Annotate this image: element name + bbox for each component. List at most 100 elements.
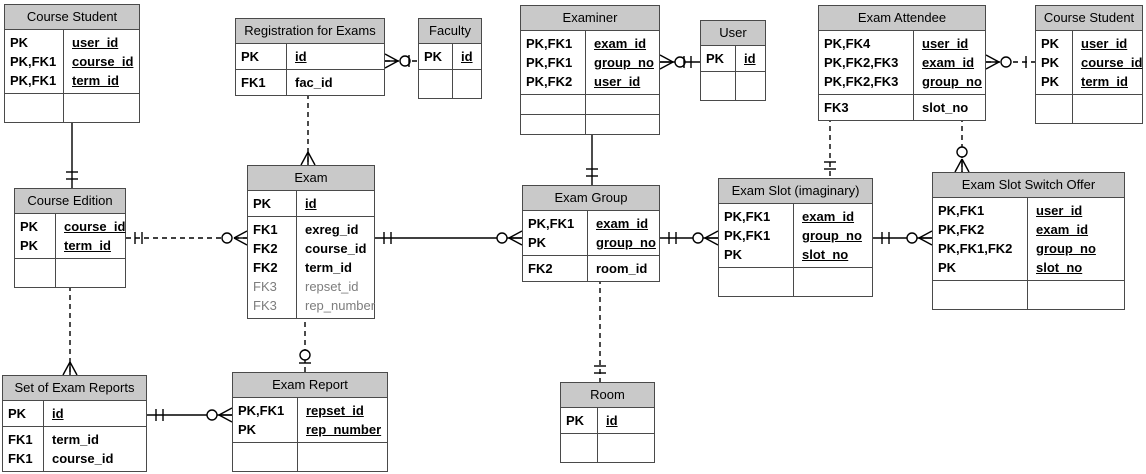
attribute-row: PK group_no xyxy=(523,233,659,252)
key-label: PK,FK1 xyxy=(10,54,57,69)
circle-marker xyxy=(674,56,686,68)
attribute-name: term_id xyxy=(72,73,119,88)
empty-section xyxy=(521,114,659,134)
attribute-name: repset_id xyxy=(305,279,359,294)
entity-title: Course Student xyxy=(1036,6,1142,31)
attribute-name: rep_number xyxy=(306,422,382,437)
attribute-name: exam_id xyxy=(802,209,855,224)
relationship-exam-slot-imaginary--exam-slot-switch-offer xyxy=(873,230,933,246)
attribute-name: id xyxy=(744,51,756,66)
attribute-name: id xyxy=(305,196,317,211)
key-label: FK1 xyxy=(241,75,266,90)
entity-title: Registration for Exams xyxy=(236,19,384,44)
crowsfoot-marker xyxy=(508,237,523,246)
crowsfoot-marker xyxy=(307,151,316,166)
attribute-name: user_id xyxy=(922,36,969,51)
key-label: PK xyxy=(20,219,39,234)
crowsfoot-marker xyxy=(954,158,963,173)
crowsfoot-marker xyxy=(704,230,719,239)
key-label: PK xyxy=(938,260,957,275)
circle-marker xyxy=(1000,56,1012,68)
key-label: PK xyxy=(8,406,27,421)
attribute-name: exam_id xyxy=(594,36,647,51)
attribute-name: course_id xyxy=(1081,55,1143,70)
attribute-name: user_id xyxy=(1081,36,1128,51)
circle-marker xyxy=(299,349,311,361)
crowsfoot-marker xyxy=(300,151,309,166)
entity-title: Exam xyxy=(248,166,374,191)
crowsfoot-marker xyxy=(659,61,674,70)
relationship-exam-group--exam-slot-imaginary xyxy=(660,230,719,246)
key-label: PK xyxy=(724,247,743,262)
key-label: PK xyxy=(241,49,260,64)
key-label: FK3 xyxy=(253,298,277,313)
key-label: PK xyxy=(253,196,272,211)
circle-marker xyxy=(221,232,233,244)
key-label: FK1 xyxy=(8,451,33,466)
attribute-name: rep_number xyxy=(305,298,376,313)
key-label: PK xyxy=(1041,74,1060,89)
key-label: PK,FK2,FK3 xyxy=(824,74,899,89)
crowsfoot-marker xyxy=(985,54,1000,63)
key-label: PK,FK1 xyxy=(238,403,285,418)
entity-title: User xyxy=(701,21,765,46)
entity-title: Exam Attendee xyxy=(819,6,985,31)
empty-section xyxy=(419,69,481,98)
attribute-row: PK course_id xyxy=(15,217,125,236)
attribute-name: slot_no xyxy=(922,100,969,115)
key-label: FK2 xyxy=(528,261,553,276)
attribute-name: group_no xyxy=(596,235,656,250)
attribute-name: course_id xyxy=(72,54,134,69)
attribute-name: user_id xyxy=(72,35,119,50)
crowsfoot-marker xyxy=(218,407,233,416)
attribute-name: course_id xyxy=(64,219,126,234)
attribute-name: term_id xyxy=(305,260,352,275)
empty-section xyxy=(233,442,387,471)
crowsfoot-marker xyxy=(384,53,399,62)
key-label: FK3 xyxy=(253,279,277,294)
key-label: PK xyxy=(1041,36,1060,51)
relationship-exam--exam-group xyxy=(375,230,523,246)
key-label: PK xyxy=(238,422,257,437)
crowsfoot-marker xyxy=(233,230,248,239)
key-label: PK,FK2,FK3 xyxy=(824,55,899,70)
attribute-name: course_id xyxy=(52,451,114,466)
key-label: PK xyxy=(528,235,547,250)
entity-title: Set of Exam Reports xyxy=(3,376,146,401)
circle-marker xyxy=(206,409,218,421)
key-label: PK,FK1 xyxy=(724,228,771,243)
relationship-course-edition--exam xyxy=(126,230,248,246)
